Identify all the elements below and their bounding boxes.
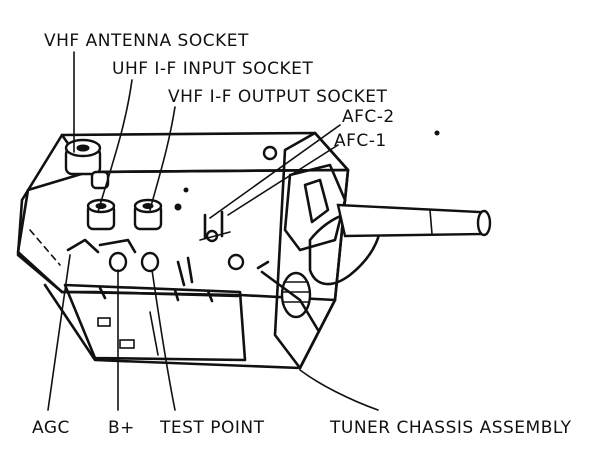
front-lugs	[176, 256, 194, 287]
vhf-antenna-socket-graphic	[64, 138, 110, 190]
leader-uhf-if-input	[97, 79, 133, 213]
rivet-1	[174, 203, 182, 211]
b-plus-terminal	[108, 251, 128, 273]
leader-vhf-if-output	[149, 106, 176, 211]
detent-bracket	[283, 163, 347, 252]
chassis-dash-left	[29, 229, 61, 266]
label-b-plus: B+	[108, 418, 135, 438]
detent-spring	[303, 178, 330, 224]
leader-test-point	[151, 269, 176, 411]
rivet-2	[183, 187, 189, 193]
label-vhf-antenna-socket: VHF ANTENNA SOCKET	[44, 31, 249, 51]
leader-agc	[47, 254, 71, 411]
linkage-tab	[256, 260, 270, 270]
label-afc2: AFC-2	[342, 107, 395, 127]
terminal-strip	[98, 238, 137, 254]
tuning-shaft	[336, 203, 488, 238]
chassis-bottom-edge	[60, 290, 240, 298]
linkage-arm	[260, 270, 320, 332]
afc-bracket	[199, 231, 231, 241]
chassis-left-side	[16, 133, 64, 294]
panel-hatches	[98, 286, 214, 303]
label-vhf-if-output-socket: VHF I-F OUTPUT SOCKET	[168, 87, 388, 107]
chassis-lower-panel	[63, 283, 247, 362]
chassis-screws	[174, 145, 278, 271]
tuner-chassis	[16, 131, 350, 370]
afc-pins	[203, 210, 224, 240]
panel-crease	[149, 311, 159, 356]
tuner-shaft-assembly	[256, 163, 492, 332]
vhf-if-output-socket-graphic	[133, 198, 163, 231]
screw-top-right	[262, 145, 278, 161]
front-terminals	[66, 238, 194, 287]
leader-lines	[47, 51, 379, 411]
chassis-right-side	[273, 131, 350, 370]
shaft-end	[476, 209, 492, 237]
label-tuner-chassis-assembly: TUNER CHASSIS ASSEMBLY	[329, 418, 572, 438]
afc-terminals	[199, 210, 231, 243]
label-uhf-if-input-socket: UHF I-F INPUT SOCKET	[112, 59, 313, 79]
agc-terminal	[66, 238, 100, 254]
shaft-flat	[429, 209, 433, 235]
test-point-terminal	[140, 251, 160, 273]
panel-slot-1	[97, 317, 111, 327]
label-agc: AGC	[32, 418, 70, 438]
leader-afc1	[227, 144, 339, 216]
leader-afc2	[209, 124, 341, 219]
label-test-point: TEST POINT	[159, 418, 265, 438]
print-speck	[434, 130, 440, 136]
label-afc1: AFC-1	[334, 131, 387, 151]
leader-tuner-chassis	[299, 369, 379, 411]
screw-front-right	[227, 253, 245, 271]
antenna-socket-hole	[76, 144, 90, 152]
panel-slot-2	[119, 339, 135, 349]
